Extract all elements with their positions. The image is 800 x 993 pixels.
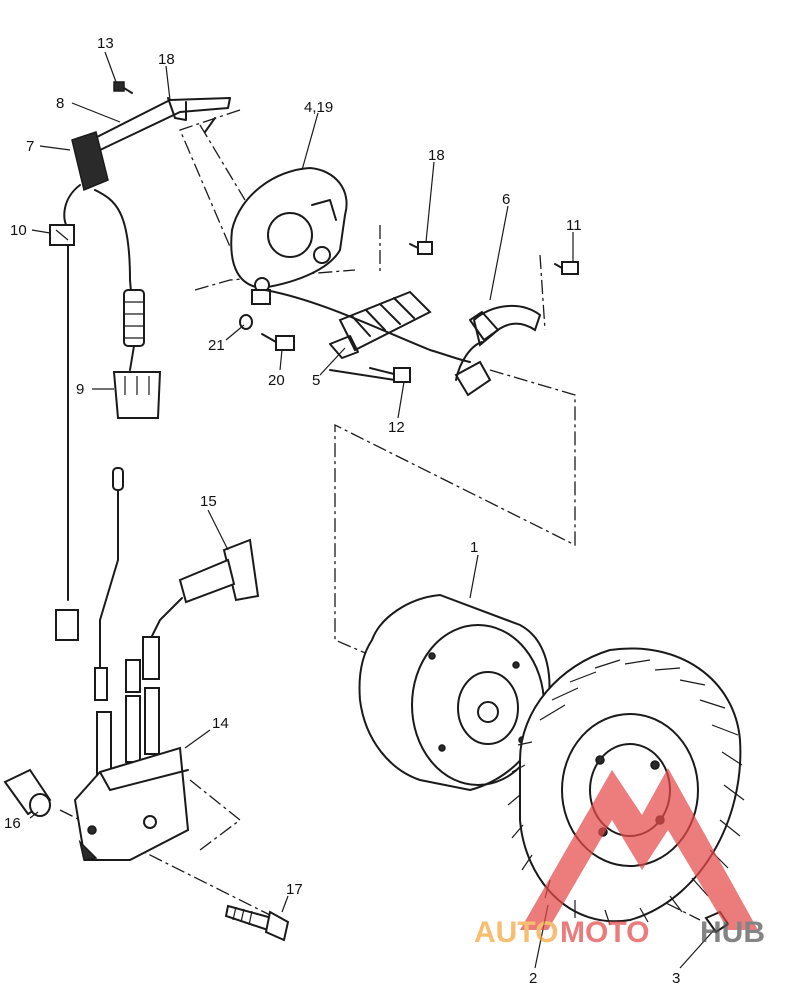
callout-8: 8	[56, 95, 64, 112]
callout-11: 11	[566, 217, 582, 234]
callout-16: 16	[4, 815, 21, 832]
bolt-17	[224, 904, 290, 942]
watermark-mountain-icon	[520, 768, 758, 930]
callout-15: 15	[200, 493, 217, 510]
ignition-coil-14	[73, 746, 190, 861]
screw-11	[554, 261, 579, 275]
callout-18-mid: 18	[428, 147, 445, 164]
screw-20	[261, 333, 295, 351]
callout-17: 17	[286, 881, 303, 898]
callout-13: 13	[97, 35, 114, 52]
callout-5: 5	[312, 372, 320, 389]
callouts: 13 18 8 7 10 9 4,19 18 6 11 21 20 5 12 1…	[4, 35, 680, 987]
coiled-wire	[123, 289, 145, 347]
callout-12: 12	[388, 419, 405, 436]
callout-20: 20	[268, 372, 285, 389]
callout-2: 2	[529, 970, 537, 987]
stator-wire	[264, 289, 471, 381]
callout-18-top: 18	[158, 51, 175, 68]
stator-plate-4-19	[230, 166, 348, 305]
callout-9: 9	[76, 381, 84, 398]
callout-4-19: 4,19	[304, 99, 333, 116]
watermark-hub: HUB	[700, 916, 765, 949]
callout-6: 6	[502, 191, 510, 208]
screw-12	[369, 367, 411, 383]
plug-cap-15	[142, 538, 260, 680]
callout-7: 7	[26, 138, 34, 155]
wire-harness	[63, 184, 136, 671]
callout-14: 14	[212, 715, 229, 732]
bullet-terminal	[55, 467, 124, 701]
screw-18	[409, 241, 433, 255]
watermark-moto: MOTO	[560, 916, 649, 949]
bolt-13	[113, 81, 133, 94]
callout-3: 3	[672, 970, 680, 987]
source-coil-5	[329, 290, 432, 359]
ht-leads	[96, 659, 160, 775]
connector-9	[112, 371, 162, 419]
watermark-auto: AUTO	[474, 916, 558, 949]
connector-7	[71, 131, 109, 192]
watermark-logo: AUTO MOTO HUB	[474, 768, 765, 949]
charging-coil-6	[454, 304, 542, 397]
connector-10	[49, 224, 75, 246]
callout-21: 21	[208, 337, 225, 354]
rubber-cap-16	[3, 768, 52, 817]
callout-1: 1	[470, 539, 478, 556]
callout-10: 10	[10, 222, 27, 239]
